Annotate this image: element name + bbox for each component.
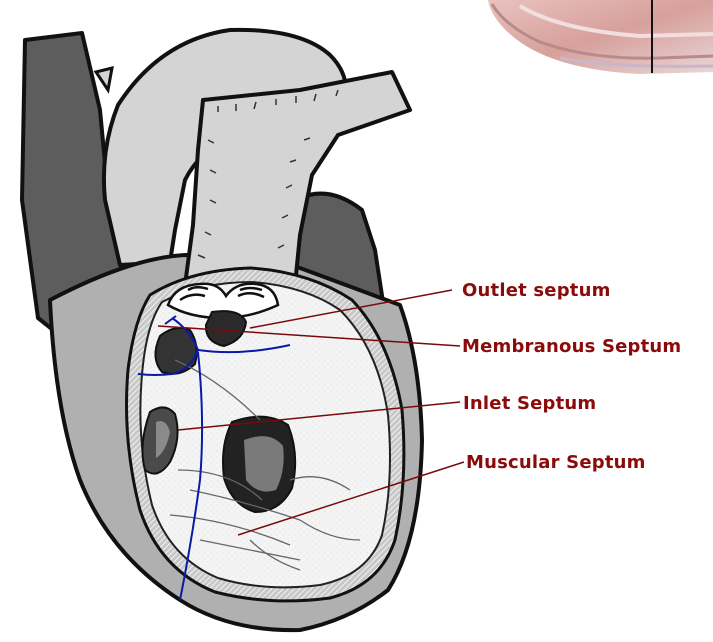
label-membranous-septum: Membranous Septum xyxy=(462,336,681,358)
photo-fragment xyxy=(488,0,713,74)
label-inlet-septum: Inlet Septum xyxy=(463,393,596,415)
label-outlet-septum: Outlet septum xyxy=(462,280,611,302)
label-muscular-septum: Muscular Septum xyxy=(466,452,646,474)
